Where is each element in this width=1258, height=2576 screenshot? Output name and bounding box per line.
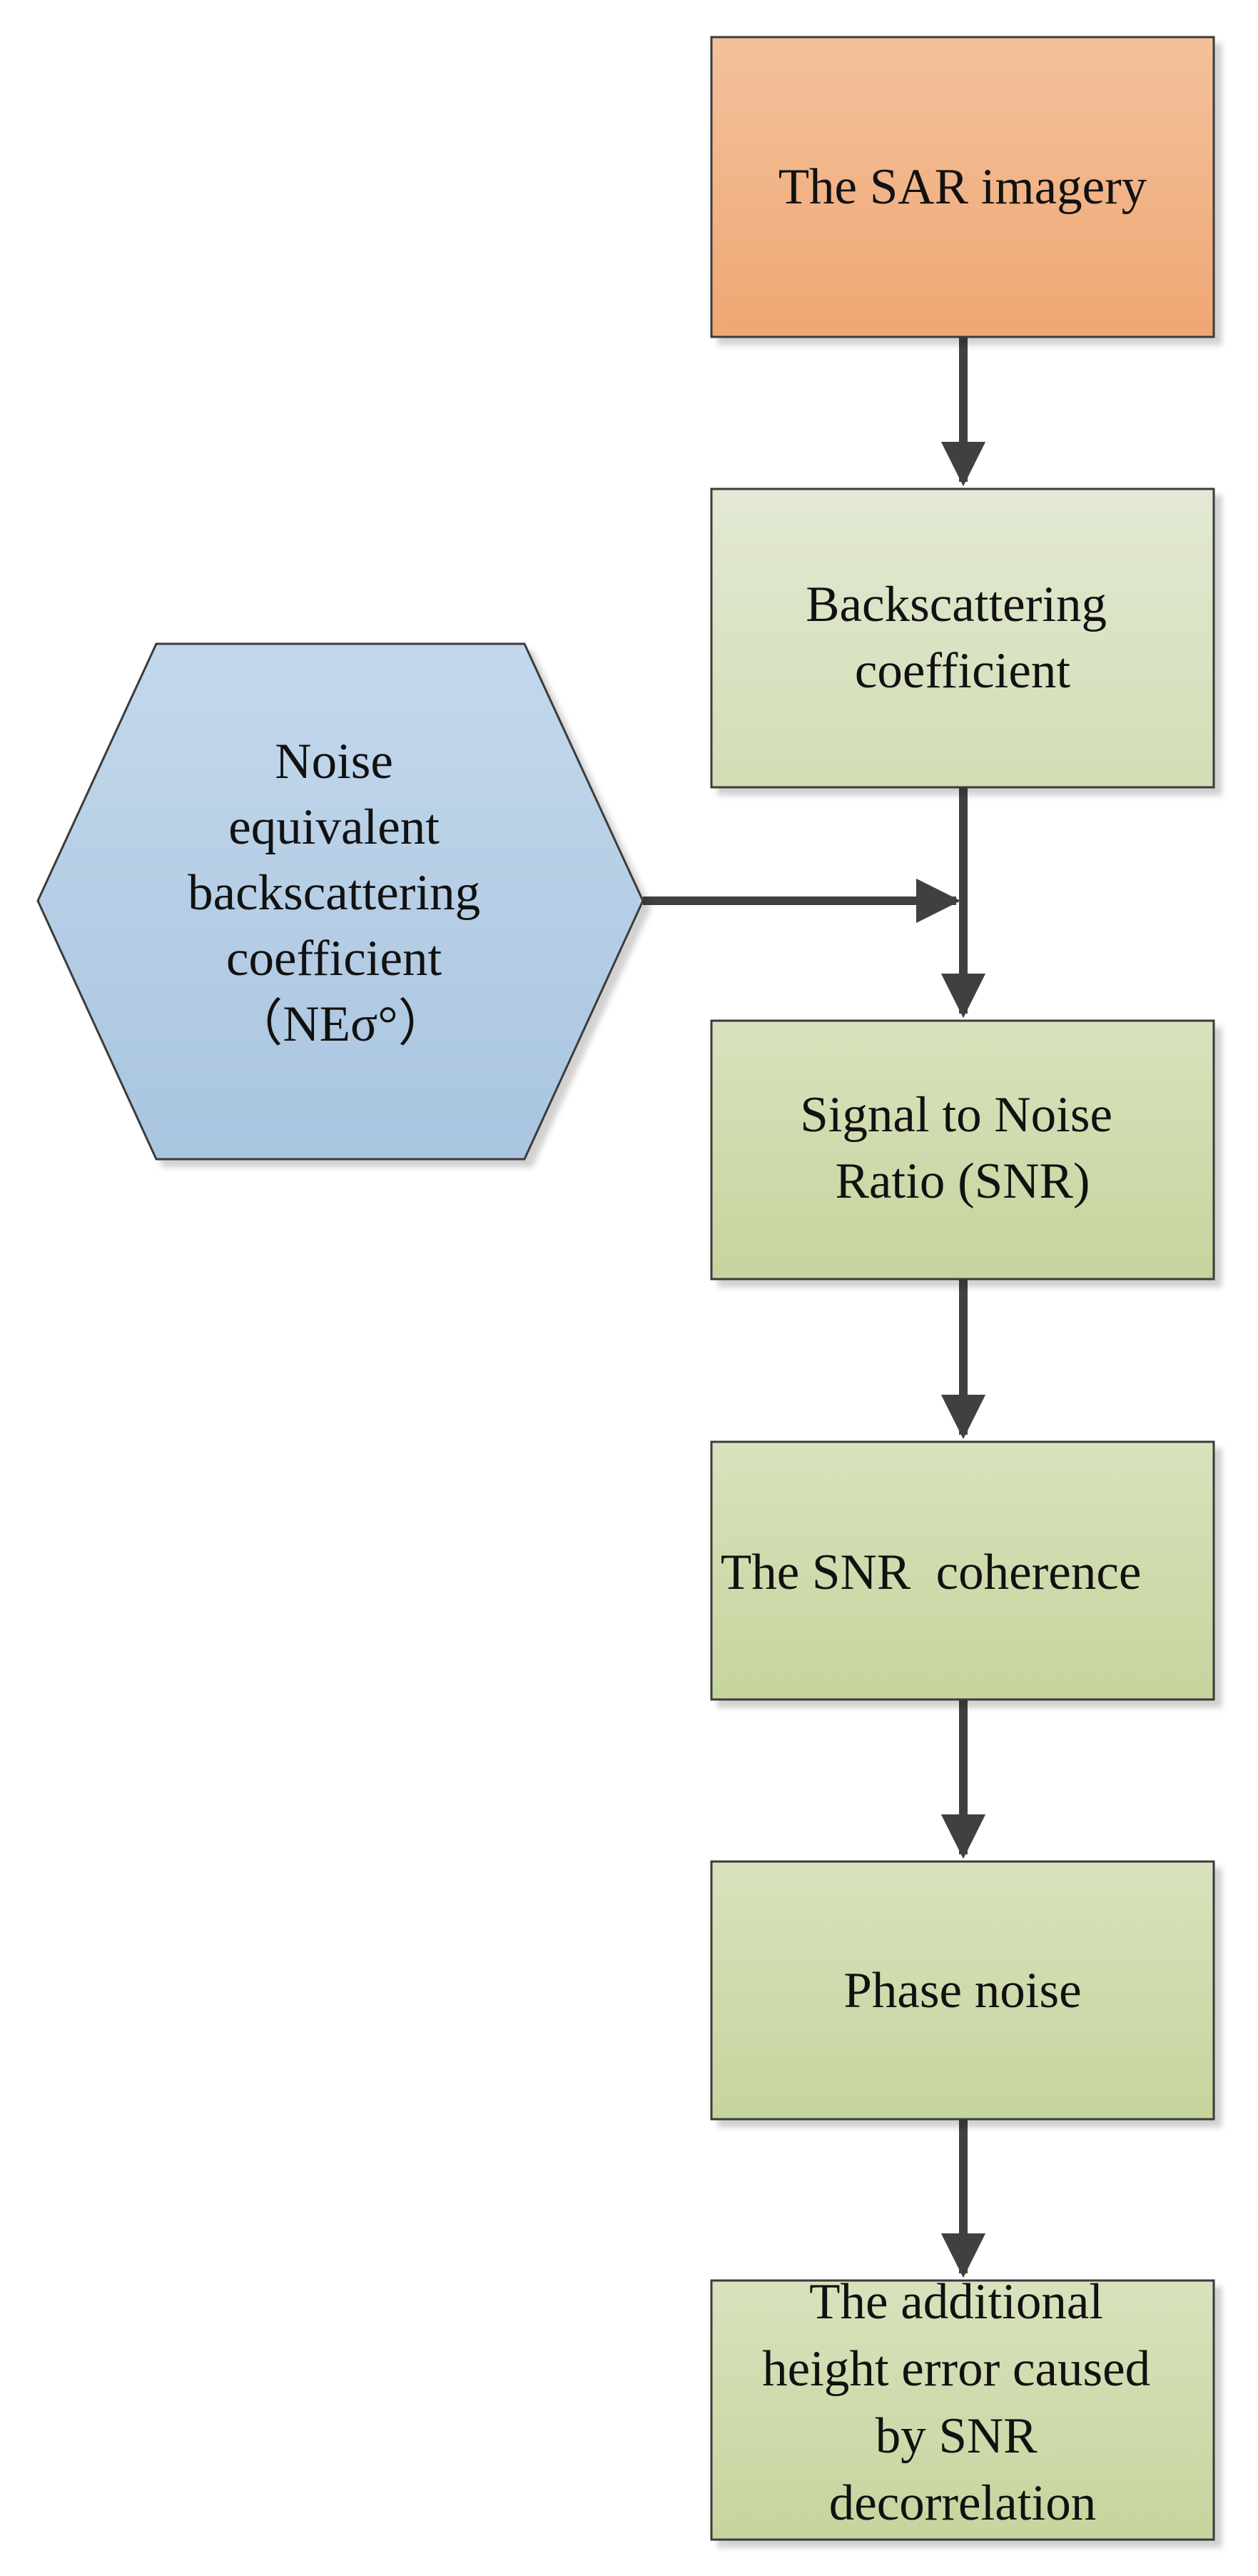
node-backscattering-coefficient: Backscattering coefficient (710, 488, 1215, 789)
node-sar-imagery-line-1: The SAR imagery (778, 159, 1147, 215)
node-phase-noise-line-1: Phase noise (843, 1963, 1081, 2019)
node-phase-noise-box (710, 1860, 1215, 2121)
svg-text:Phase noise: Phase noise (843, 1963, 1081, 2019)
connectors (643, 337, 986, 2278)
svg-text:The SNR coherence: The SNR coherence (721, 1545, 1141, 1600)
node-nesz-line-3: backscattering (188, 865, 480, 921)
node-height-error-line-1: The additional (809, 2274, 1103, 2330)
svg-text:Signal to Noise Ratio (S: Signal to Noise Ratio (SNR) (800, 1087, 1125, 1209)
node-backscattering-line-1: Backscattering (806, 577, 1107, 632)
node-backscattering-box (710, 488, 1215, 789)
node-height-error-line-4: decorrelation (829, 2475, 1097, 2531)
svg-text:Backscattering coefficie: Backscattering coefficient (806, 577, 1120, 699)
node-nesz-line-4: coefficient (226, 931, 442, 986)
node-snr-coherence-line-1: The SNR coherence (721, 1545, 1141, 1600)
node-nesz-shape (36, 642, 644, 1161)
node-nesz-line-1: Noise (275, 734, 393, 789)
node-snr-coherence: The SNR coherence (710, 1440, 1215, 1701)
node-snr-coherence-box (710, 1440, 1215, 1701)
node-height-error: The additional height error caused by SN… (710, 2274, 1215, 2541)
node-sar-imagery: The SAR imagery (710, 36, 1215, 338)
node-nesz-line-5: （NEσ°） (232, 996, 448, 1052)
svg-text:Noise equivalent b: Noise equivalent backscattering coeffici… (188, 734, 493, 1052)
node-snr-box (710, 1019, 1215, 1281)
node-sar-imagery-box (710, 36, 1215, 338)
node-height-error-line-3: by SNR (876, 2408, 1038, 2464)
node-snr-line-1: Signal to Noise (800, 1087, 1112, 1143)
node-snr: Signal to Noise Ratio (SNR) (710, 1019, 1215, 1281)
node-phase-noise: Phase noise (710, 1860, 1215, 2121)
node-height-error-box (710, 2279, 1215, 2541)
node-snr-line-2: Ratio (SNR) (836, 1153, 1090, 1209)
svg-text:The additional height er: The additional height error caused by SN… (762, 2274, 1163, 2531)
node-height-error-line-2: height error caused (762, 2341, 1150, 2397)
node-backscattering-line-2: coefficient (855, 643, 1071, 699)
node-noise-equivalent-hexagon: Noise equivalent backscattering coeffici… (36, 642, 644, 1161)
svg-text:The SAR imagery: The SAR imagery (778, 159, 1147, 215)
node-nesz-line-2: equivalent (228, 799, 440, 855)
